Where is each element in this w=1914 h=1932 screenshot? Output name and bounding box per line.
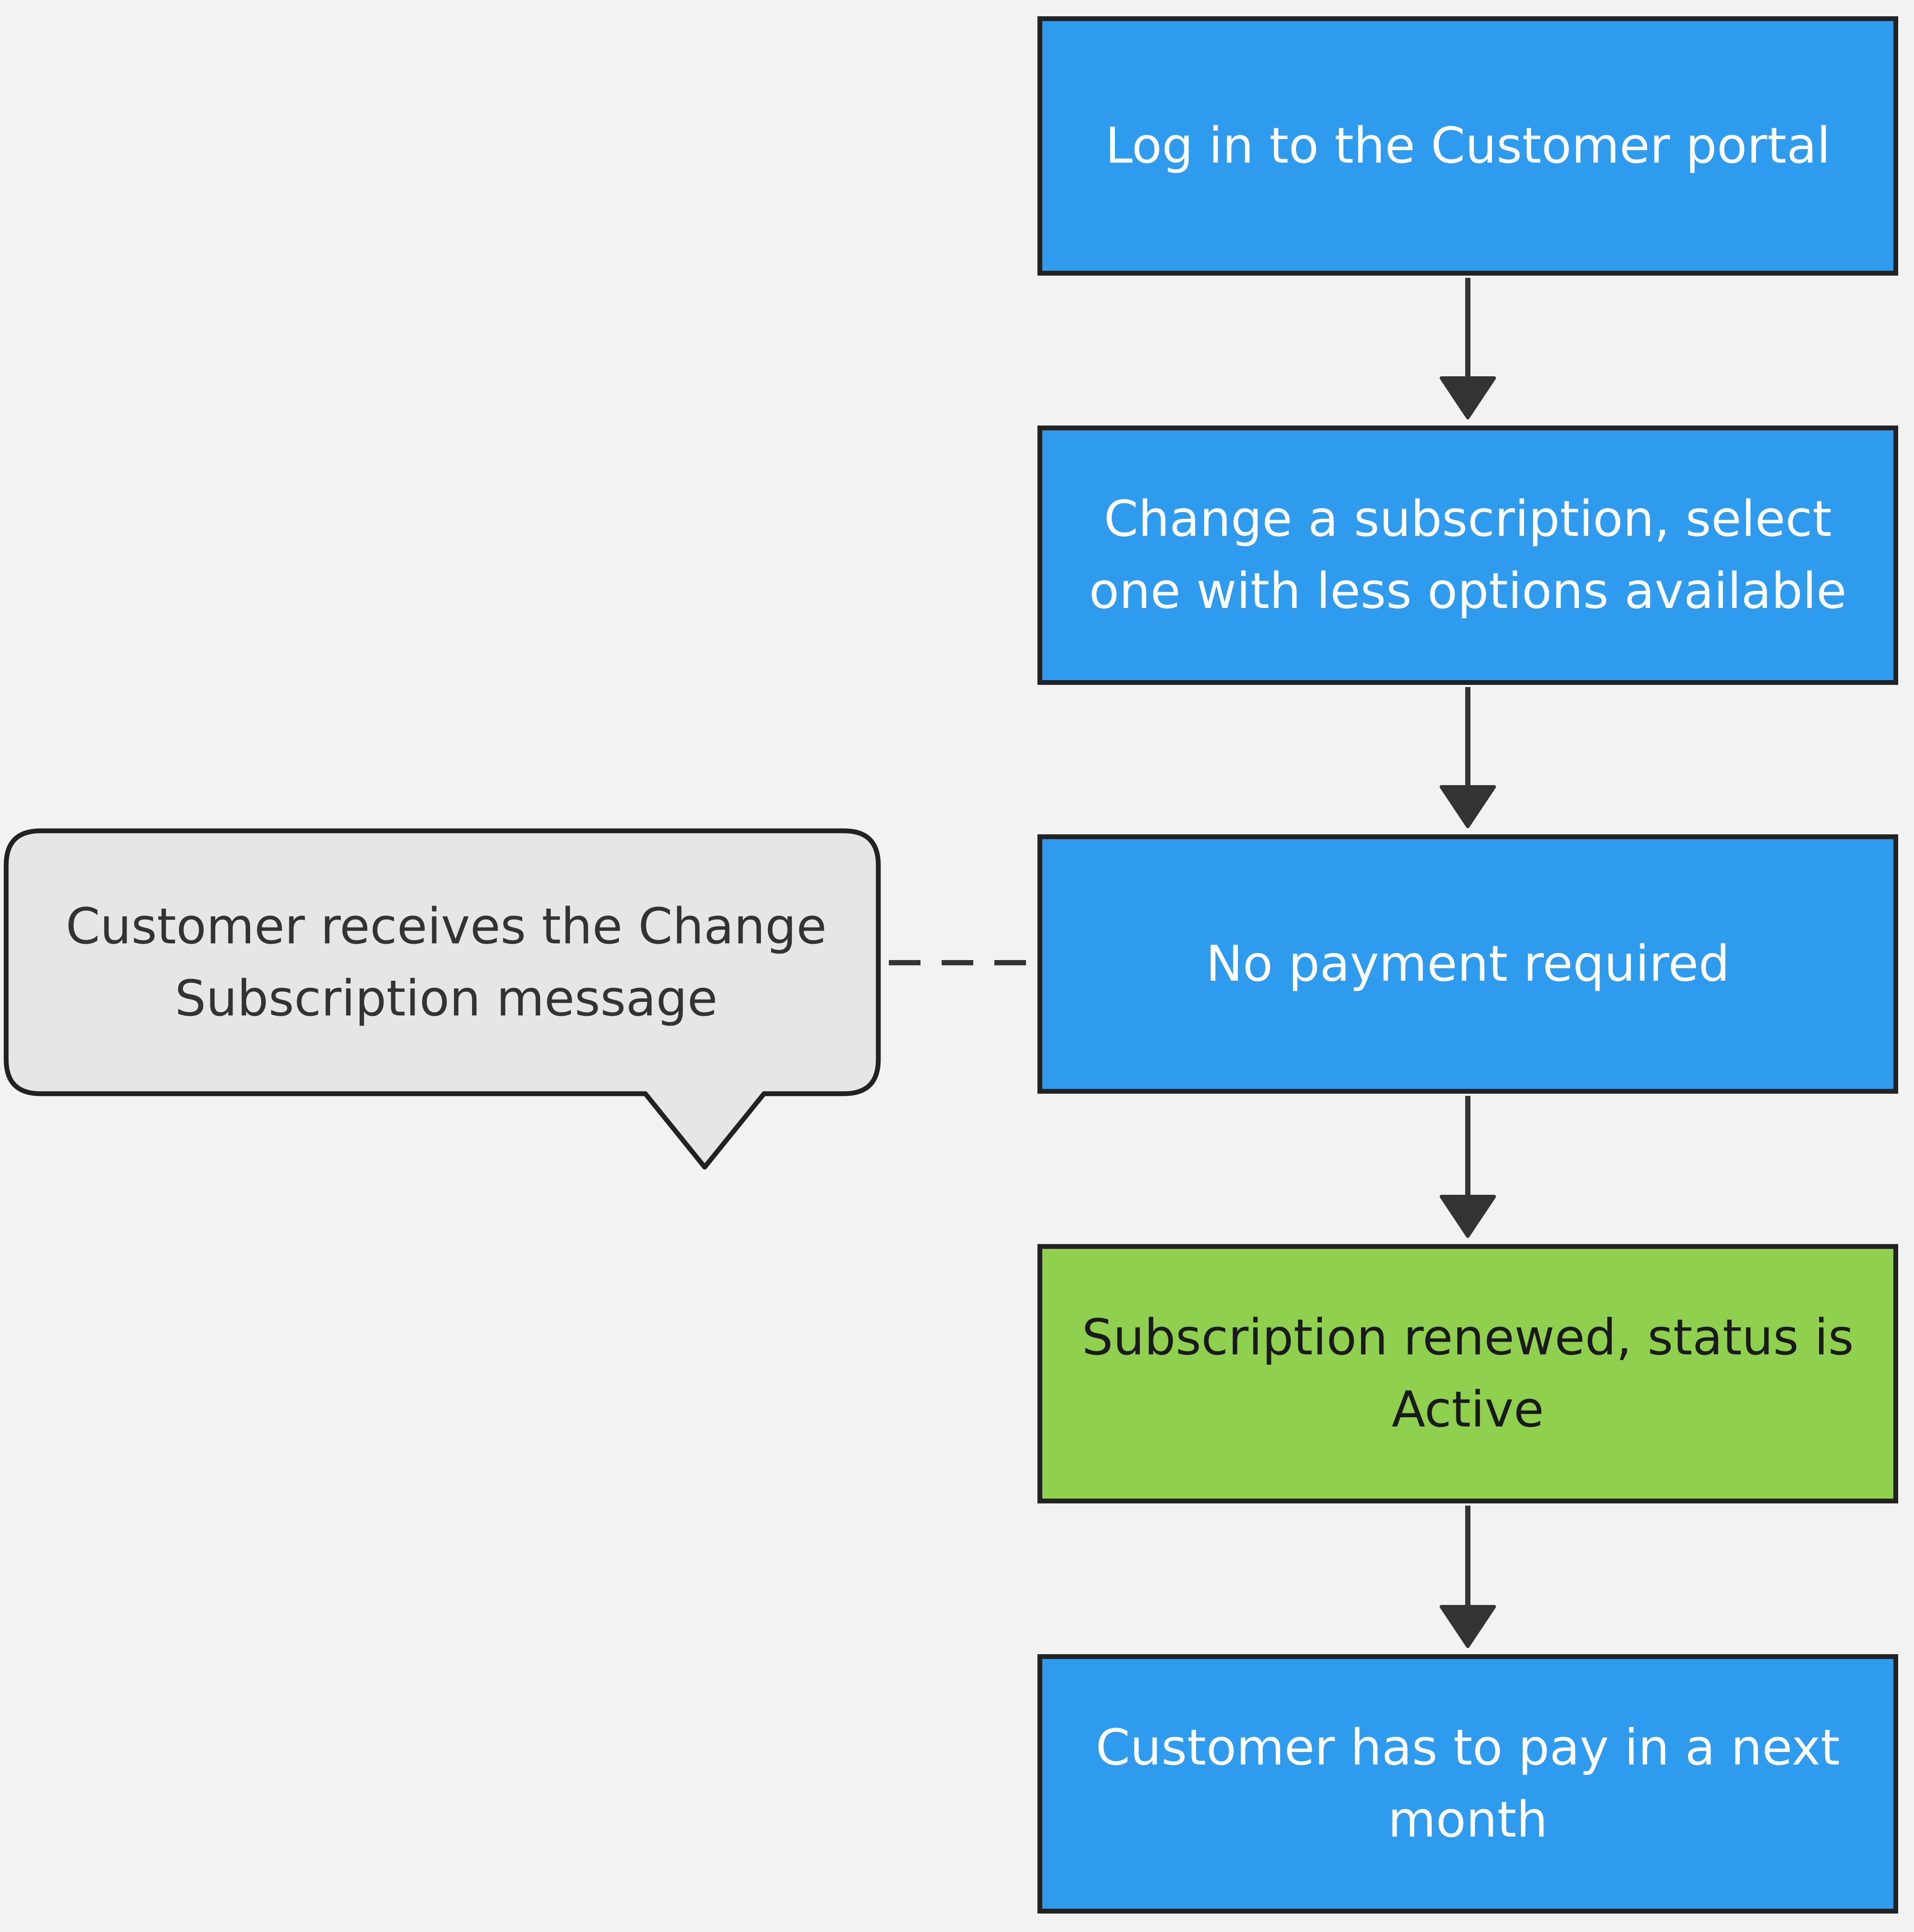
step-label: No payment required bbox=[1206, 935, 1730, 993]
step-subscription-renewed: Subscription renewed, status is Active bbox=[1037, 1244, 1898, 1503]
arrowhead-icon bbox=[1440, 1605, 1496, 1648]
arrowhead-icon bbox=[1440, 376, 1496, 419]
arrowhead-icon bbox=[1440, 1195, 1496, 1238]
step-change-subscription: Change a subscription, select one with l… bbox=[1037, 426, 1898, 685]
step-label: Change a subscription, select one with l… bbox=[1089, 491, 1847, 620]
step-pay-next-month: Customer has to pay in a next month bbox=[1037, 1654, 1898, 1914]
callout-bubble bbox=[4, 828, 881, 1170]
step-log-in: Log in to the Customer portal bbox=[1037, 16, 1898, 276]
edge-n1-n2 bbox=[1440, 278, 1496, 419]
step-label: Log in to the Customer portal bbox=[1105, 117, 1830, 175]
edge-n4-n5 bbox=[1440, 1506, 1496, 1648]
edge-n2-n3 bbox=[1440, 687, 1496, 828]
callout-label: Customer receives the Change Subscriptio… bbox=[65, 898, 827, 1027]
step-label: Customer has to pay in a next month bbox=[1095, 1719, 1840, 1848]
arrowhead-icon bbox=[1440, 785, 1496, 828]
step-no-payment-required: No payment required bbox=[1037, 834, 1898, 1094]
callout-text: Customer receives the Change Subscriptio… bbox=[13, 831, 879, 1095]
edge-n3-n4 bbox=[1440, 1096, 1496, 1238]
step-label: Subscription renewed, status is Active bbox=[1082, 1309, 1854, 1438]
